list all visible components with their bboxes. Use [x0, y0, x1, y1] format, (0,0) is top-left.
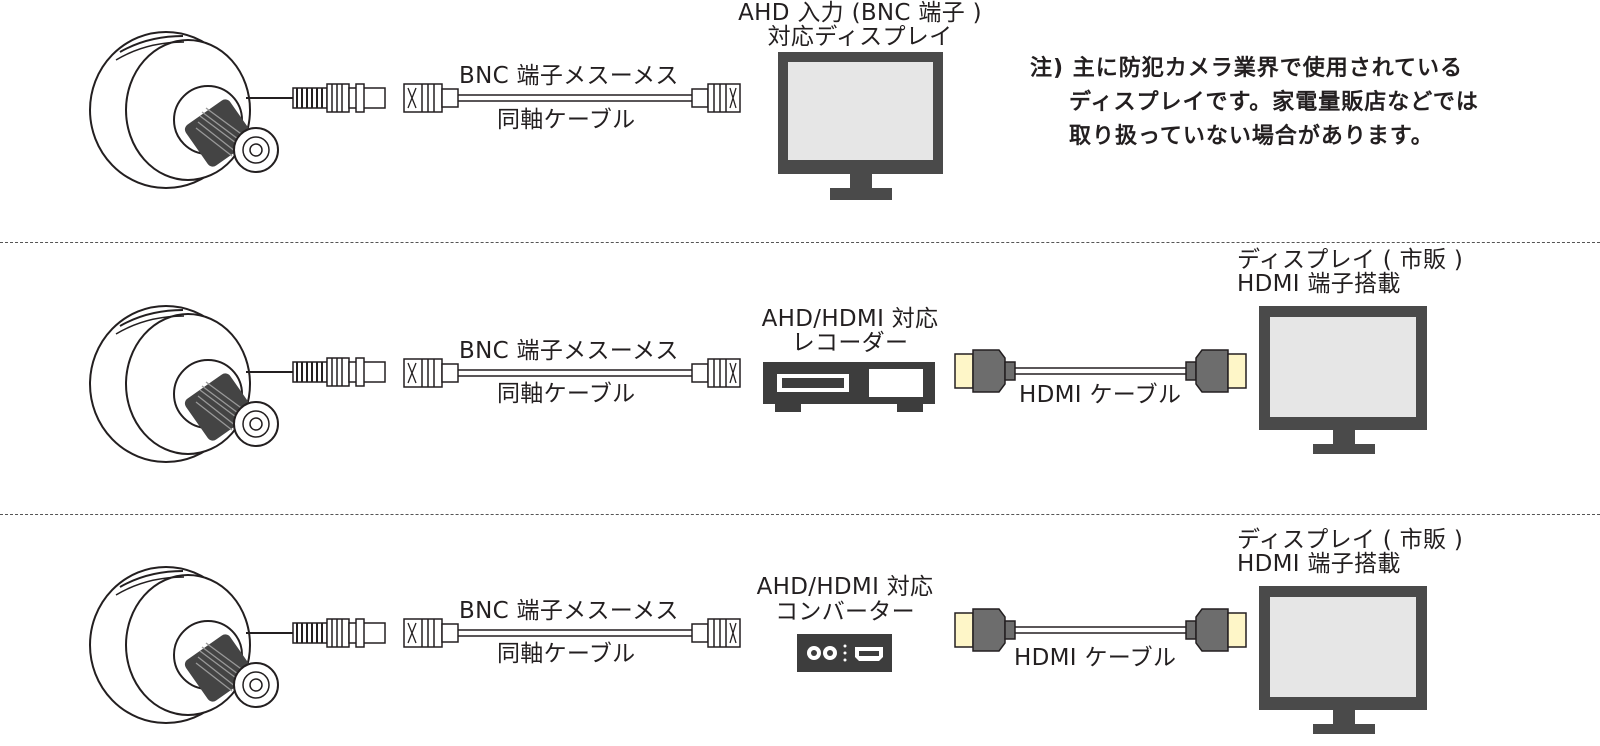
device-label-line2: コンバーター — [775, 599, 915, 625]
cable-type-label: 同軸ケーブル — [497, 107, 636, 133]
section-divider-2 — [0, 514, 1600, 515]
cable-name-label: BNC 端子メスーメス — [459, 338, 679, 364]
section-divider-1 — [0, 242, 1600, 243]
display-label-line1: ディスプレイ ( 市販 ) — [1237, 247, 1464, 273]
bnc-cable-icon — [403, 618, 741, 648]
hdmi-display-icon — [1259, 586, 1427, 734]
display-label-line2: HDMI 端子搭載 — [1237, 271, 1401, 297]
note-line3: 取り扱っていない場合があります。 — [1069, 124, 1434, 149]
device-label-line2: レコーダー — [791, 330, 909, 356]
camera-icon — [89, 31, 386, 189]
device-label-line1: AHD 入力 (BNC 端子 ) — [738, 0, 982, 26]
device-label-line2: 対応ディスプレイ — [767, 24, 953, 50]
display-label-line2: HDMI 端子搭載 — [1237, 551, 1401, 577]
hdmi-cable-label: HDMI ケーブル — [1014, 645, 1177, 671]
camera-icon — [89, 566, 386, 724]
hdmi-cable-label: HDMI ケーブル — [1019, 382, 1182, 408]
hdmi-display-icon — [1259, 306, 1427, 454]
cable-type-label: 同軸ケーブル — [497, 381, 636, 407]
device-label-line1: AHD/HDMI 対応 — [761, 306, 939, 332]
ahd-display-icon — [778, 52, 943, 200]
recorder-icon — [763, 362, 935, 412]
device-label-line1: AHD/HDMI 対応 — [756, 574, 934, 600]
cable-name-label: BNC 端子メスーメス — [459, 598, 679, 624]
bnc-cable-icon — [403, 358, 741, 388]
cable-type-label: 同軸ケーブル — [497, 641, 636, 667]
display-label-line1: ディスプレイ ( 市販 ) — [1237, 527, 1464, 553]
hdmi-cable-icon — [954, 349, 1247, 393]
bnc-cable-icon — [403, 83, 741, 113]
cable-name-label: BNC 端子メスーメス — [459, 63, 679, 89]
camera-icon — [89, 305, 386, 463]
converter-icon — [797, 634, 892, 672]
hdmi-cable-icon — [954, 608, 1247, 652]
note-line1: 注) 主に防犯カメラ業界で使用されている — [1030, 56, 1464, 81]
note-line2: ディスプレイです。家電量販店などでは — [1069, 90, 1479, 115]
